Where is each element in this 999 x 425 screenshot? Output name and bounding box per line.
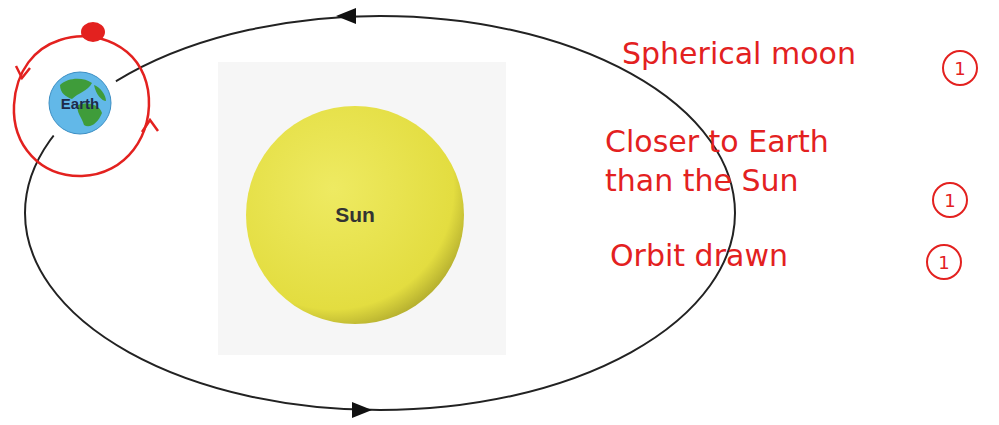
earth-orbit	[25, 16, 735, 410]
mark-score: 1	[926, 244, 962, 280]
moon	[81, 22, 105, 42]
orbit-gap	[38, 61, 122, 145]
mark-score: 1	[942, 50, 978, 86]
mark-note: Orbit drawn	[610, 236, 788, 275]
node-label: Earth	[48, 71, 112, 135]
mark-score: 1	[932, 182, 968, 218]
moon-orbit	[14, 36, 149, 176]
moon-orbit-arrow	[16, 66, 30, 78]
sun-disc	[246, 106, 464, 324]
earth-ocean	[49, 72, 111, 134]
earth-circle: Earth	[48, 71, 112, 135]
mark-note: Closer to Earth than the Sun	[605, 122, 840, 200]
mark-note: Spherical moon	[622, 34, 856, 73]
moon-orbit-arrow	[142, 120, 158, 132]
sun-circle: Sun	[245, 105, 465, 325]
sun-background	[218, 62, 506, 355]
orbit-arrowhead	[336, 8, 356, 24]
node-label: Sun	[245, 105, 465, 325]
orbit-arrowhead	[352, 402, 372, 418]
